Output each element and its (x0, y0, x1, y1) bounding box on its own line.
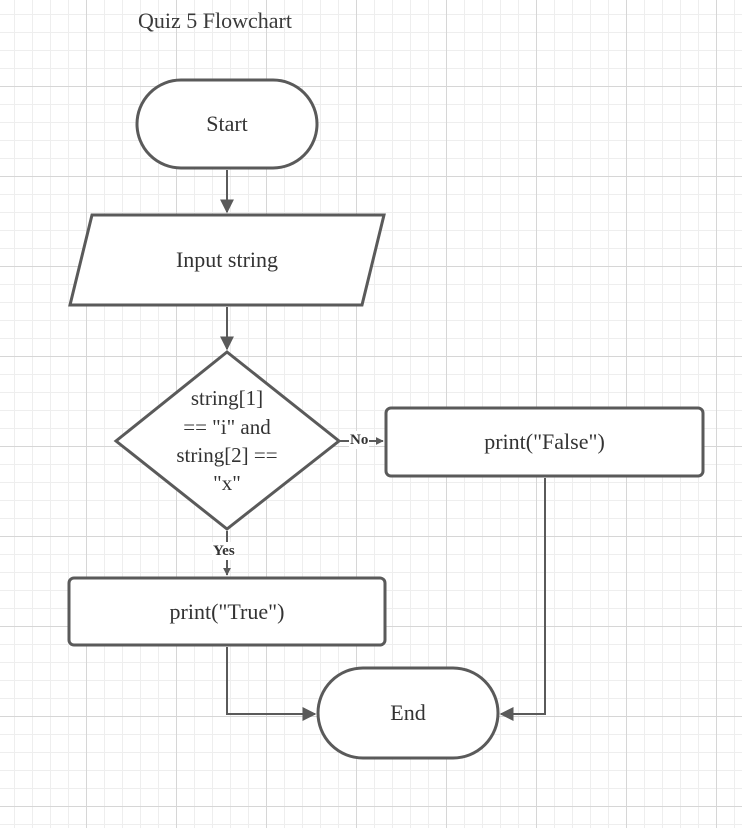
print-true-label: print("True") (169, 598, 285, 624)
print-true-process[interactable] (67, 576, 387, 647)
decision-diamond[interactable] (113, 350, 342, 531)
end-label: End (390, 700, 426, 726)
false-to-end-arrow (499, 478, 546, 721)
end-terminal[interactable] (316, 666, 500, 760)
diagram-title: Quiz 5 Flowchart (138, 8, 292, 33)
input-label: Input string (175, 247, 279, 273)
start-label: Start (206, 111, 248, 137)
print-false-label: print("False") (484, 429, 605, 455)
yes-edge-label: Yes (212, 542, 236, 560)
decision-label: string[1] == "i" and string[2] == "x" (176, 386, 278, 496)
no-edge-label: No (349, 431, 370, 449)
print-false-process[interactable] (384, 406, 705, 478)
start-terminal[interactable] (135, 78, 319, 170)
true-to-end-arrow (226, 647, 317, 721)
input-parallelogram[interactable] (68, 213, 386, 307)
